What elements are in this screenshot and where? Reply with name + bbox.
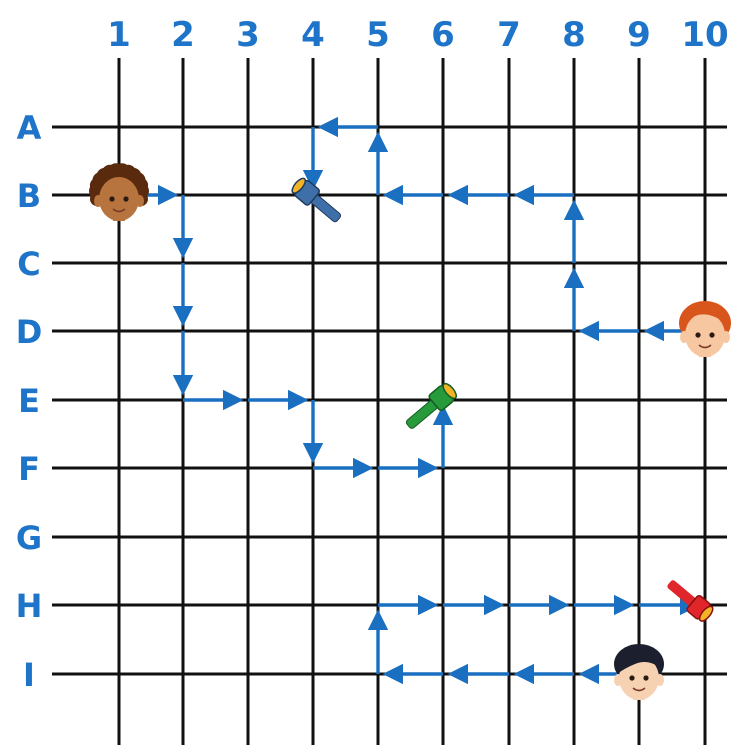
blue-flashlight-icon: [289, 175, 345, 226]
row-label: I: [23, 656, 35, 694]
column-label: 8: [562, 15, 586, 55]
row-label: G: [16, 519, 42, 557]
black-hair-boy-avatar: [614, 644, 664, 700]
row-label: C: [17, 245, 40, 283]
column-label: 7: [497, 15, 521, 55]
row-label: H: [16, 587, 43, 625]
row-label: D: [16, 313, 43, 351]
column-label: 4: [301, 15, 325, 55]
grid-lines: [52, 58, 727, 745]
map-objects: [89, 163, 731, 700]
row-label: A: [17, 109, 42, 147]
column-label: 10: [681, 15, 728, 55]
column-label: 2: [171, 15, 195, 55]
curly-hair-boy-avatar: [89, 163, 149, 221]
red-hair-boy-avatar: [679, 301, 731, 357]
column-label: 9: [627, 15, 651, 55]
red-flashlight-icon: [663, 575, 716, 624]
column-label: 5: [366, 15, 390, 55]
column-label: 3: [236, 15, 260, 55]
column-label: 6: [431, 15, 455, 55]
column-label: 1: [107, 15, 131, 55]
row-label: E: [18, 382, 40, 420]
row-label: F: [18, 450, 40, 488]
row-label: B: [17, 177, 41, 215]
green-flashlight-icon: [402, 381, 459, 434]
